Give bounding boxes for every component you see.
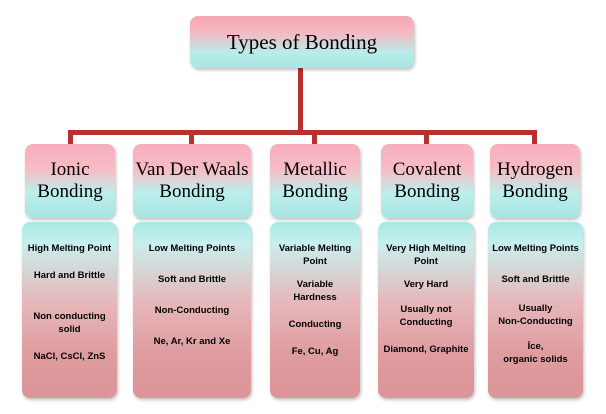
root-title: Types of Bonding [226,29,378,54]
metallic-heading-box: Metallic Bonding [270,144,360,218]
metallic-heading-line1: Metallic [283,159,347,180]
covalent-heading-line2: Bonding [394,181,460,202]
ionic-heading-box: Ionic Bonding [25,144,115,218]
connector-stem-hydrogen [532,130,537,144]
hydrogen-properties-box: Low Melting Points Soft and Brittle Usua… [488,222,583,398]
hydrogen-heading-box: Hydrogen Bonding [490,144,580,218]
hydrogen-heading-line1: Hydrogen [497,159,573,180]
metallic-properties-box: Variable Melting Point Variable Hardness… [270,222,360,398]
ionic-melting-point: High Melting Point [27,243,112,254]
connector-root-stem [298,68,303,132]
connector-stem-ionic [68,130,73,144]
ionic-examples: NaCl, CsCl, ZnS [33,351,106,362]
connector-stem-metallic [312,130,317,144]
covalent-heading-line1: Covalent [392,159,462,180]
ionic-heading-line2: Bonding [37,181,103,202]
vdw-heading-box: Van Der Waals Bonding [133,144,251,218]
covalent-properties-box: Very High Melting Point Very Hard Usuall… [378,222,474,398]
metallic-conductivity: Conducting [288,319,342,330]
hydrogen-heading-line2: Bonding [502,181,568,202]
vdw-properties-box: Low Melting Points Soft and Brittle Non-… [133,222,251,398]
metallic-examples: Fe, Cu, Ag [291,346,339,357]
metallic-heading-line2: Bonding [282,181,348,202]
hydrogen-examples: İce, organic solids [503,341,568,365]
root-title-box: Types of Bonding [190,16,414,68]
vdw-examples: Ne, Ar, Kr and Xe [153,336,231,347]
covalent-heading-box: Covalent Bonding [381,144,473,218]
vdw-conductivity: Non-Conducting [154,305,230,316]
covalent-melting-point: Very High Melting Point [386,243,466,267]
ionic-heading-line1: Ionic [50,159,90,180]
covalent-hardness: Very Hard [403,279,449,290]
vdw-melting-point: Low Melting Points [148,243,236,254]
hydrogen-hardness: Soft and Brittle [501,274,570,285]
hydrogen-melting-point: Low Melting Points [492,243,579,254]
hydrogen-conductivity: Usually Non-Conducting [498,303,573,327]
ionic-properties-box: High Melting Point Hard and Brittle Non … [22,222,117,398]
connector-horizontal-bar [68,130,537,135]
ionic-conductivity: Non conducting solid [33,311,106,335]
vdw-heading-line1: Van Der Waals [135,159,249,180]
metallic-hardness: Variable Hardness [293,279,337,303]
metallic-melting-point: Variable Melting Point [278,243,352,267]
vdw-hardness: Soft and Brittle [157,274,227,285]
covalent-examples: Diamond, Graphite [383,344,469,355]
connector-stem-covalent [424,130,429,144]
connector-stem-vdw [189,130,194,144]
ionic-hardness: Hard and Brittle [33,270,106,281]
vdw-heading-line2: Bonding [159,181,225,202]
covalent-conductivity: Usually not Conducting [399,304,453,328]
